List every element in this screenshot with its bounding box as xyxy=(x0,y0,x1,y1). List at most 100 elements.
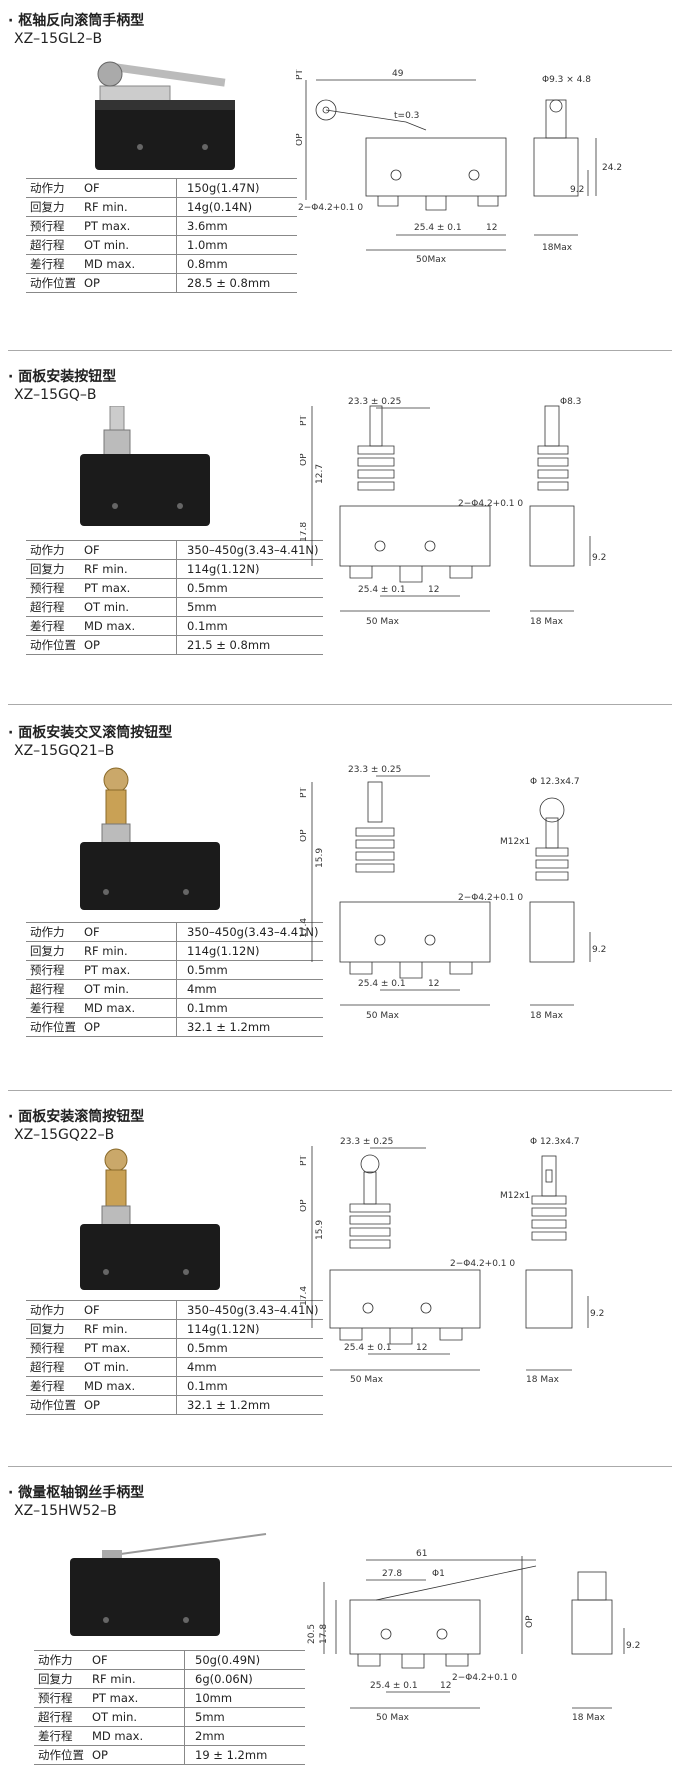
dim-h1: 15.9 xyxy=(315,848,325,868)
dim-h2: 17.8 xyxy=(319,1624,329,1644)
product-photo xyxy=(80,767,220,910)
model-number: XZ–15GL2–B xyxy=(14,31,103,47)
dim-side: 12 xyxy=(486,223,497,233)
dim-depth: 18 Max xyxy=(572,1713,606,1723)
dim-hole: 2−Φ4.2+0.1 0 xyxy=(450,1259,515,1269)
dim-h1: 15.9 xyxy=(315,1220,325,1240)
product-photo xyxy=(70,1533,267,1636)
dim-h2: 17.8 xyxy=(300,522,309,542)
dim-depth: 18 Max xyxy=(530,617,564,627)
product-photo xyxy=(80,406,210,526)
dim-top: 23.3 ± 0.25 xyxy=(340,1137,393,1147)
dim-roller: Φ 12.3x4.7 xyxy=(530,1137,580,1147)
dim-pitch: 25.4 ± 0.1 xyxy=(358,979,406,989)
dimension-drawing: PT OP 23.3 ± 0.25 15.9 17.4 2−Φ4.2+0.1 0… xyxy=(300,1137,604,1385)
dim-depth: 18Max xyxy=(542,243,573,253)
section-title: · 面板安装滚筒按钮型 xyxy=(8,1109,145,1125)
dimension-drawing: PT OP 49 t=0.3 2−Φ4.2+0.1 0 25.4 ± 0.1 1… xyxy=(296,69,622,265)
label-pt: PT xyxy=(296,69,305,80)
dim-angle: Φ1 xyxy=(432,1569,445,1579)
dim-h1: 20.5 xyxy=(307,1624,317,1644)
label-pt: PT xyxy=(300,1155,309,1166)
dim-h3: 9.2 xyxy=(590,1309,604,1319)
dim-h2: 17.4 xyxy=(300,918,309,938)
dim-top: 61 xyxy=(416,1549,427,1559)
dim-depth: 18 Max xyxy=(530,1011,564,1021)
section-divider xyxy=(8,1466,672,1467)
dim-top: 23.3 ± 0.25 xyxy=(348,397,401,407)
dim-roller: Φ9.3 × 4.8 xyxy=(542,75,591,85)
label-op: OP xyxy=(300,829,309,842)
dim-hole: 2−Φ4.2+0.1 0 xyxy=(452,1673,517,1683)
dim-width: 50 Max xyxy=(366,617,400,627)
dim-top: 23.3 ± 0.25 xyxy=(348,765,401,775)
dim-roller: Φ 12.3x4.7 xyxy=(530,777,580,787)
label-op: OP xyxy=(296,133,305,146)
model-number: XZ–15GQ–B xyxy=(14,387,97,403)
dim-thickness: t=0.3 xyxy=(394,111,419,121)
dim-width: 50 Max xyxy=(350,1375,384,1385)
section-divider xyxy=(8,704,672,705)
dim-h1: 12.7 xyxy=(315,464,325,484)
dim-width: 50Max xyxy=(416,255,447,265)
section-title: · 面板安装按钮型 xyxy=(8,369,117,385)
dim-depth: 18 Max xyxy=(526,1375,560,1385)
label-pt: PT xyxy=(300,787,309,798)
dim-height: 24.2 xyxy=(602,163,622,173)
model-number: XZ–15GQ22–B xyxy=(14,1127,115,1143)
dim-h3: 9.2 xyxy=(592,553,606,563)
dim-side: 12 xyxy=(416,1343,427,1353)
model-number: XZ–15HW52–B xyxy=(14,1503,117,1519)
section-divider xyxy=(8,1090,672,1091)
dim-length: 49 xyxy=(392,69,404,79)
dim-thread: M12x1 xyxy=(500,1191,530,1201)
section-title: · 枢轴反向滚筒手柄型 xyxy=(8,13,145,29)
label-op: OP xyxy=(300,1199,309,1212)
dimension-drawing: 61 27.8 Φ1 20.5 17.8 OP 2−Φ4.2+0.1 0 25.… xyxy=(307,1549,640,1723)
dim-pitch: 25.4 ± 0.1 xyxy=(344,1343,392,1353)
dim-side: 12 xyxy=(428,979,439,989)
product-photo xyxy=(95,61,235,170)
dim-terminal: 9.2 xyxy=(570,185,584,195)
dim-pitch: 25.4 ± 0.1 xyxy=(414,223,462,233)
dim-pitch: 25.4 ± 0.1 xyxy=(370,1681,418,1691)
label-op: OP xyxy=(525,1615,535,1628)
dim-hole: 2−Φ4.2+0.1 0 xyxy=(458,499,523,509)
product-photo xyxy=(80,1148,220,1290)
model-number: XZ–15GQ21–B xyxy=(14,743,115,759)
dim-hole: 2−Φ4.2+0.1 0 xyxy=(298,203,363,213)
label-pt: PT xyxy=(300,415,309,426)
dim-hole: 2−Φ4.2+0.1 0 xyxy=(458,893,523,903)
dim-side: 12 xyxy=(428,585,439,595)
